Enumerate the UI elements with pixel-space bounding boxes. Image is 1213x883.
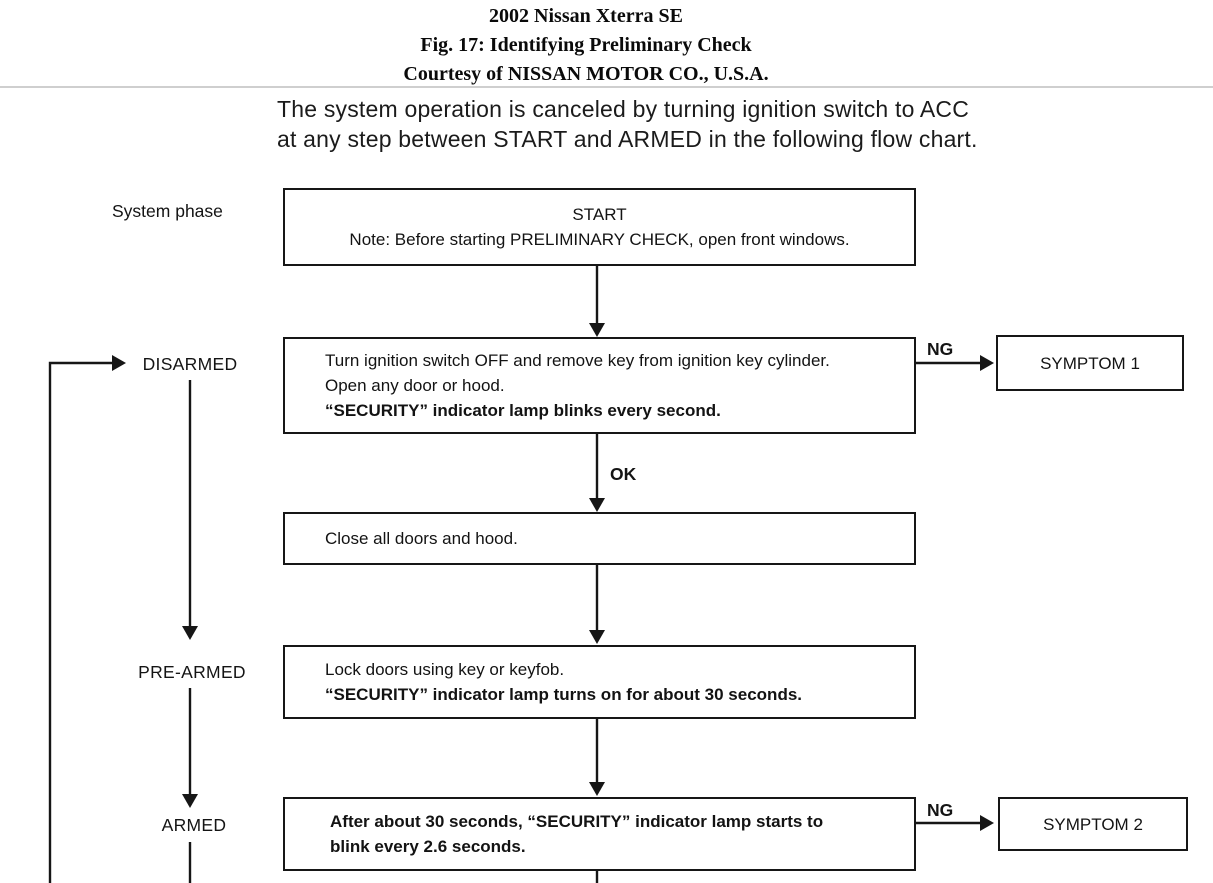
system-phase-label: System phase xyxy=(112,201,223,221)
pre-armed-step-line-2: “SECURITY” indicator lamp turns on for a… xyxy=(325,685,803,704)
start-box: START Note: Before starting PRELIMINARY … xyxy=(283,188,916,266)
arrowhead-disarmed-to-close xyxy=(589,498,605,512)
disarmed-step-line-1: Turn ignition switch OFF and remove key … xyxy=(325,351,830,370)
header-figure-title: Fig. 17: Identifying Preliminary Check xyxy=(420,34,752,56)
close-doors-box: Close all doors and hood. xyxy=(283,512,916,565)
arrowhead-ng-to-symptom1 xyxy=(980,355,994,371)
symptom-2-box: SYMPTOM 2 xyxy=(998,797,1188,851)
arrowhead-phase-prearmed xyxy=(182,626,198,640)
feedback-loop-rail xyxy=(48,361,112,883)
start-box-note: Note: Before starting PRELIMINARY CHECK,… xyxy=(349,230,850,249)
phase-label-armed: ARMED xyxy=(161,815,227,835)
pre-armed-step-box: Lock doors using key or keyfob. “SECURIT… xyxy=(283,645,916,719)
header-courtesy-line: Courtesy of NISSAN MOTOR CO., U.S.A. xyxy=(403,63,769,85)
ng-edge-label-top: NG xyxy=(927,339,954,359)
arrowhead-ng-to-symptom2 xyxy=(980,815,994,831)
symptom-1-box: SYMPTOM 1 xyxy=(996,335,1184,391)
intro-paragraph: The system operation is canceled by turn… xyxy=(277,95,978,154)
arrowhead-prearmed-to-armed xyxy=(589,782,605,796)
ok-edge-label: OK xyxy=(610,464,637,484)
symptom-1-label: SYMPTOM 1 xyxy=(1040,353,1140,373)
close-doors-line: Close all doors and hood. xyxy=(325,529,518,548)
start-box-title: START xyxy=(572,205,627,224)
phase-label-disarmed: DISARMED xyxy=(142,354,238,374)
armed-step-line-2: blink every 2.6 seconds. xyxy=(330,837,526,856)
armed-step-box: After about 30 seconds, “SECURITY” indic… xyxy=(283,797,916,871)
header-vehicle-title: 2002 Nissan Xterra SE xyxy=(489,5,683,27)
phase-label-pre-armed: PRE-ARMED xyxy=(138,662,246,682)
arrowhead-start-to-disarmed xyxy=(589,323,605,337)
pre-armed-step-line-1: Lock doors using key or keyfob. xyxy=(325,660,565,679)
ng-edge-label-bottom: NG xyxy=(927,800,954,820)
arrowhead-phase-armed xyxy=(182,794,198,808)
intro-line-1: The system operation is canceled by turn… xyxy=(277,96,970,122)
disarmed-step-line-3: “SECURITY” indicator lamp blinks every s… xyxy=(325,401,721,420)
header-divider-rule xyxy=(0,86,1213,88)
symptom-2-label: SYMPTOM 2 xyxy=(1043,814,1143,834)
disarmed-step-box: Turn ignition switch OFF and remove key … xyxy=(283,337,916,434)
arrowhead-loop-to-disarmed xyxy=(112,355,126,371)
page-header: 2002 Nissan Xterra SE Fig. 17: Identifyi… xyxy=(0,2,1172,89)
intro-line-2: at any step between START and ARMED in t… xyxy=(277,125,978,152)
arrowhead-close-to-prearmed xyxy=(589,630,605,644)
disarmed-step-line-2: Open any door or hood. xyxy=(325,376,505,395)
armed-step-line-1: After about 30 seconds, “SECURITY” indic… xyxy=(330,812,824,831)
